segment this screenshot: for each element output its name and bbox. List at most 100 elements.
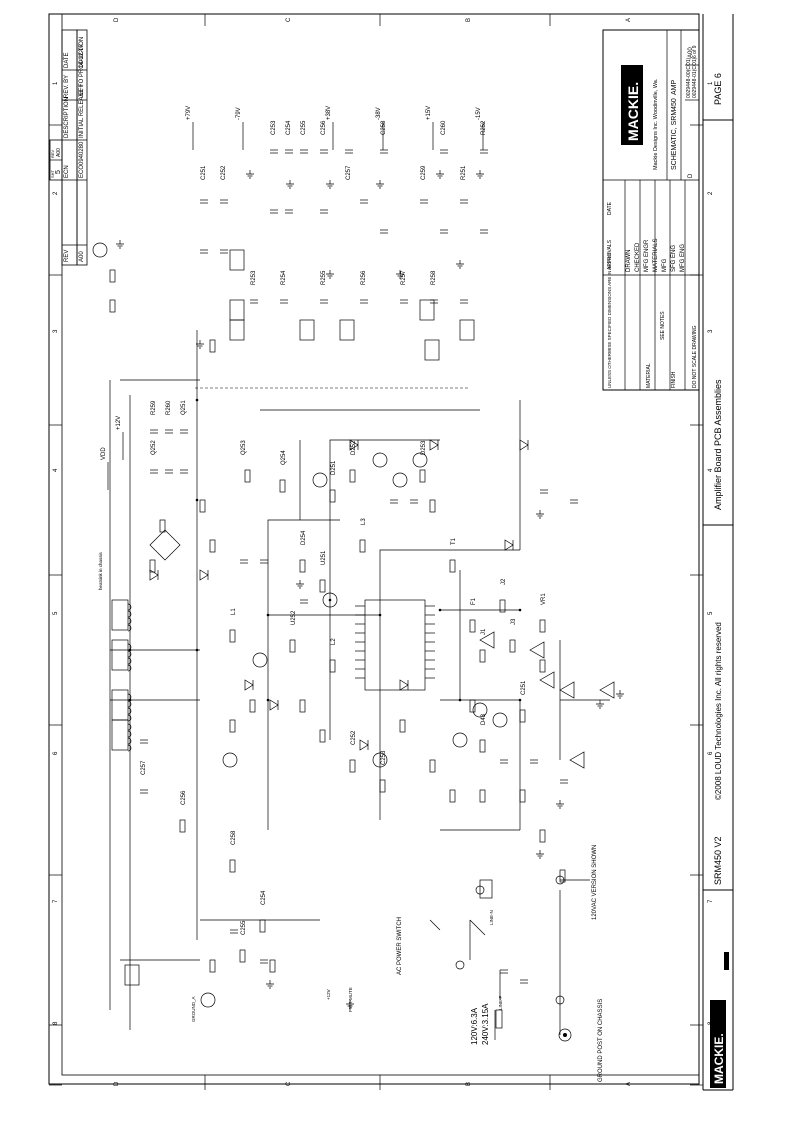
regulator bbox=[229, 299, 245, 321]
date-label: DATE bbox=[607, 201, 613, 215]
rev-value: A00 bbox=[79, 251, 85, 262]
ground-symbol bbox=[326, 270, 334, 279]
resistor bbox=[479, 789, 486, 803]
part-ref: C255 bbox=[301, 120, 307, 135]
rev-value: ECO0940280 bbox=[79, 141, 85, 178]
approval-row: CHECKED bbox=[635, 242, 641, 272]
part-ref: C251 bbox=[521, 680, 527, 695]
diode bbox=[244, 679, 254, 691]
inductor-coil bbox=[127, 714, 132, 722]
ground-symbol bbox=[396, 270, 404, 279]
see-notes: SEE NOTES bbox=[660, 311, 666, 340]
rev-header: REV. BY bbox=[64, 75, 70, 98]
dims-note: UNLESS OTHERWISE SPECIFIED DIMENSIONS AR… bbox=[607, 253, 612, 388]
ground-post bbox=[558, 1028, 572, 1042]
col-number-right: 5 bbox=[708, 611, 714, 615]
part-ref: R251 bbox=[461, 165, 467, 180]
transistor bbox=[472, 702, 488, 718]
resistor bbox=[539, 829, 546, 843]
resistor bbox=[244, 469, 251, 483]
ground-symbol bbox=[456, 260, 464, 269]
diode bbox=[399, 679, 409, 691]
col-number-left: 8 bbox=[53, 1021, 59, 1025]
opamp bbox=[559, 681, 575, 699]
resistor bbox=[379, 779, 386, 793]
part-ref: D43 bbox=[481, 713, 487, 725]
inductor-coil bbox=[127, 723, 132, 731]
part-ref: C252 bbox=[351, 730, 357, 745]
diode bbox=[359, 739, 369, 751]
part-ref: Q253 bbox=[241, 440, 247, 455]
opamp bbox=[539, 671, 555, 689]
fuse-f1 bbox=[495, 1009, 503, 1029]
ground-a-label: GROUND_A bbox=[191, 996, 196, 1022]
row-letter-bottom: B bbox=[466, 1082, 472, 1086]
ground-symbol bbox=[116, 240, 124, 249]
approval-row: DRAWN bbox=[626, 250, 632, 272]
part-ref: R256 bbox=[361, 270, 367, 285]
col-number-left: 4 bbox=[53, 468, 59, 472]
opamp bbox=[569, 751, 585, 769]
junction-dot bbox=[195, 498, 199, 502]
regulator bbox=[229, 319, 245, 341]
resistor bbox=[229, 859, 236, 873]
svg-text:MACKIE.: MACKIE. bbox=[625, 82, 641, 141]
transistor bbox=[392, 472, 408, 488]
material-label: MATERIAL bbox=[646, 363, 652, 388]
resistor bbox=[299, 559, 306, 573]
title-rev: A00 bbox=[688, 47, 694, 58]
finish-label: FINISH bbox=[671, 371, 677, 388]
col-number-right: 7 bbox=[708, 899, 714, 903]
col-number-right: 1 bbox=[708, 81, 714, 85]
junction-dot bbox=[128, 698, 132, 702]
part-ref: C257 bbox=[141, 760, 147, 775]
rail-label: +38V bbox=[326, 106, 332, 120]
resistor bbox=[329, 489, 336, 503]
resistor bbox=[449, 789, 456, 803]
part-ref: U251 bbox=[321, 550, 327, 565]
fuse-rating-240: 240V:3.15A bbox=[481, 1003, 490, 1045]
row-letter-bottom: C bbox=[286, 1081, 292, 1086]
rail-label: -38V bbox=[376, 107, 382, 120]
junction-dot bbox=[518, 608, 522, 612]
diode bbox=[269, 699, 279, 711]
inductor bbox=[111, 689, 129, 721]
regulator bbox=[229, 249, 245, 271]
diode bbox=[429, 439, 439, 451]
rev-value: INITIAL RELEASE TO PRODUCTION bbox=[79, 37, 85, 138]
rail-signal-3 bbox=[379, 549, 520, 820]
junction-dot bbox=[438, 608, 442, 612]
resistor bbox=[499, 599, 506, 613]
transistor bbox=[412, 452, 428, 468]
part-ref: C253 bbox=[271, 120, 277, 135]
ground-post-center bbox=[563, 1033, 567, 1037]
resistor bbox=[199, 499, 206, 513]
resistor bbox=[509, 639, 516, 653]
ic-u251 bbox=[364, 599, 426, 691]
resistor bbox=[179, 819, 186, 833]
schematic-subtitle: AMP bbox=[671, 80, 678, 96]
rail-label: VDD bbox=[101, 447, 107, 460]
ground-symbol bbox=[556, 800, 564, 809]
part-ref: C254 bbox=[286, 120, 292, 135]
title-sheet: 6 of 9 bbox=[692, 45, 698, 58]
resistor bbox=[329, 659, 336, 673]
ac-switch-label: AC POWER SWITCH bbox=[397, 917, 403, 975]
approval-row: MFG ENG bbox=[680, 244, 686, 272]
rail-label: -15V bbox=[476, 107, 482, 120]
line-f-label: LINE-F bbox=[498, 995, 503, 1010]
transistor bbox=[222, 752, 238, 768]
ground-symbol bbox=[476, 170, 484, 179]
inner-border bbox=[61, 13, 700, 1076]
resistor bbox=[229, 629, 236, 643]
resistor bbox=[449, 559, 456, 573]
resistor bbox=[109, 299, 116, 313]
rev-label: REV bbox=[50, 149, 55, 158]
transistor bbox=[372, 752, 388, 768]
mackie-logo-footer: MACKIE. bbox=[710, 1000, 726, 1088]
resistor bbox=[319, 729, 326, 743]
resistor bbox=[319, 579, 326, 593]
pwr-mute-label: PWR-MUTE bbox=[348, 987, 353, 1012]
junction-dot bbox=[328, 598, 332, 602]
